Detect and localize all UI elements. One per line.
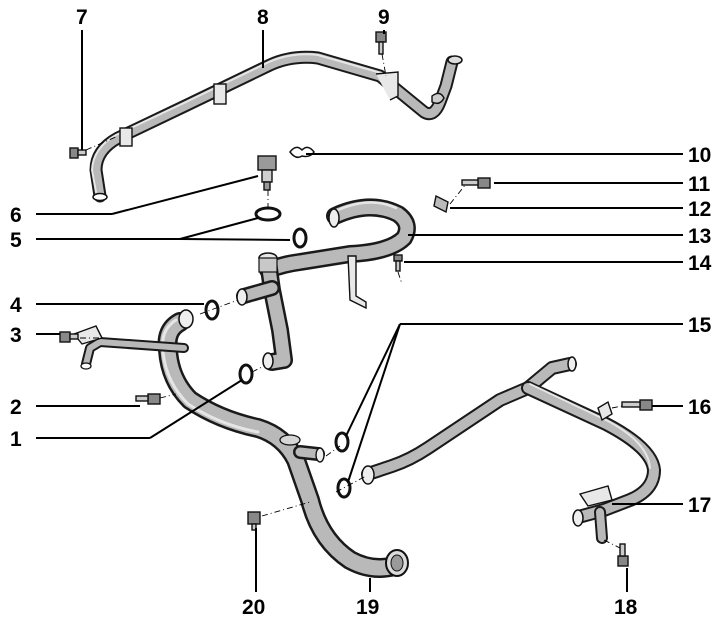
o-ring-parts xyxy=(204,206,352,499)
callout-5: 5 xyxy=(10,229,22,252)
coolant-junction-pipe xyxy=(236,252,293,371)
callout-1: 1 xyxy=(10,428,22,451)
callout-16: 16 xyxy=(688,396,711,419)
callout-numbers: 1 2 3 4 5 6 7 8 9 10 11 12 13 14 15 16 1… xyxy=(10,6,712,619)
right-coolant-pipe xyxy=(361,356,661,544)
callout-7: 7 xyxy=(76,6,88,29)
upper-coolant-hose xyxy=(259,198,416,310)
retaining-clip xyxy=(289,146,315,159)
callout-14: 14 xyxy=(688,252,712,275)
assembly-axis-lines xyxy=(80,53,623,549)
leader-lines xyxy=(36,30,683,592)
callout-13: 13 xyxy=(688,225,711,248)
callout-6: 6 xyxy=(10,204,22,227)
callout-4: 4 xyxy=(10,294,22,317)
bolt-parts xyxy=(59,31,653,567)
callout-15: 15 xyxy=(688,314,712,337)
callout-19: 19 xyxy=(356,596,379,619)
callout-11: 11 xyxy=(688,173,711,196)
callout-2: 2 xyxy=(10,396,22,419)
callout-17: 17 xyxy=(688,494,711,517)
callout-10: 10 xyxy=(688,144,711,167)
left-small-pipe xyxy=(72,325,189,370)
callout-3: 3 xyxy=(10,324,22,347)
callout-9: 9 xyxy=(378,6,390,29)
callout-18: 18 xyxy=(614,596,638,619)
callout-20: 20 xyxy=(242,596,265,619)
temperature-sensor xyxy=(257,155,277,191)
callout-12: 12 xyxy=(688,198,711,221)
upper-coolant-pipe xyxy=(89,50,463,203)
callout-8: 8 xyxy=(257,6,269,29)
